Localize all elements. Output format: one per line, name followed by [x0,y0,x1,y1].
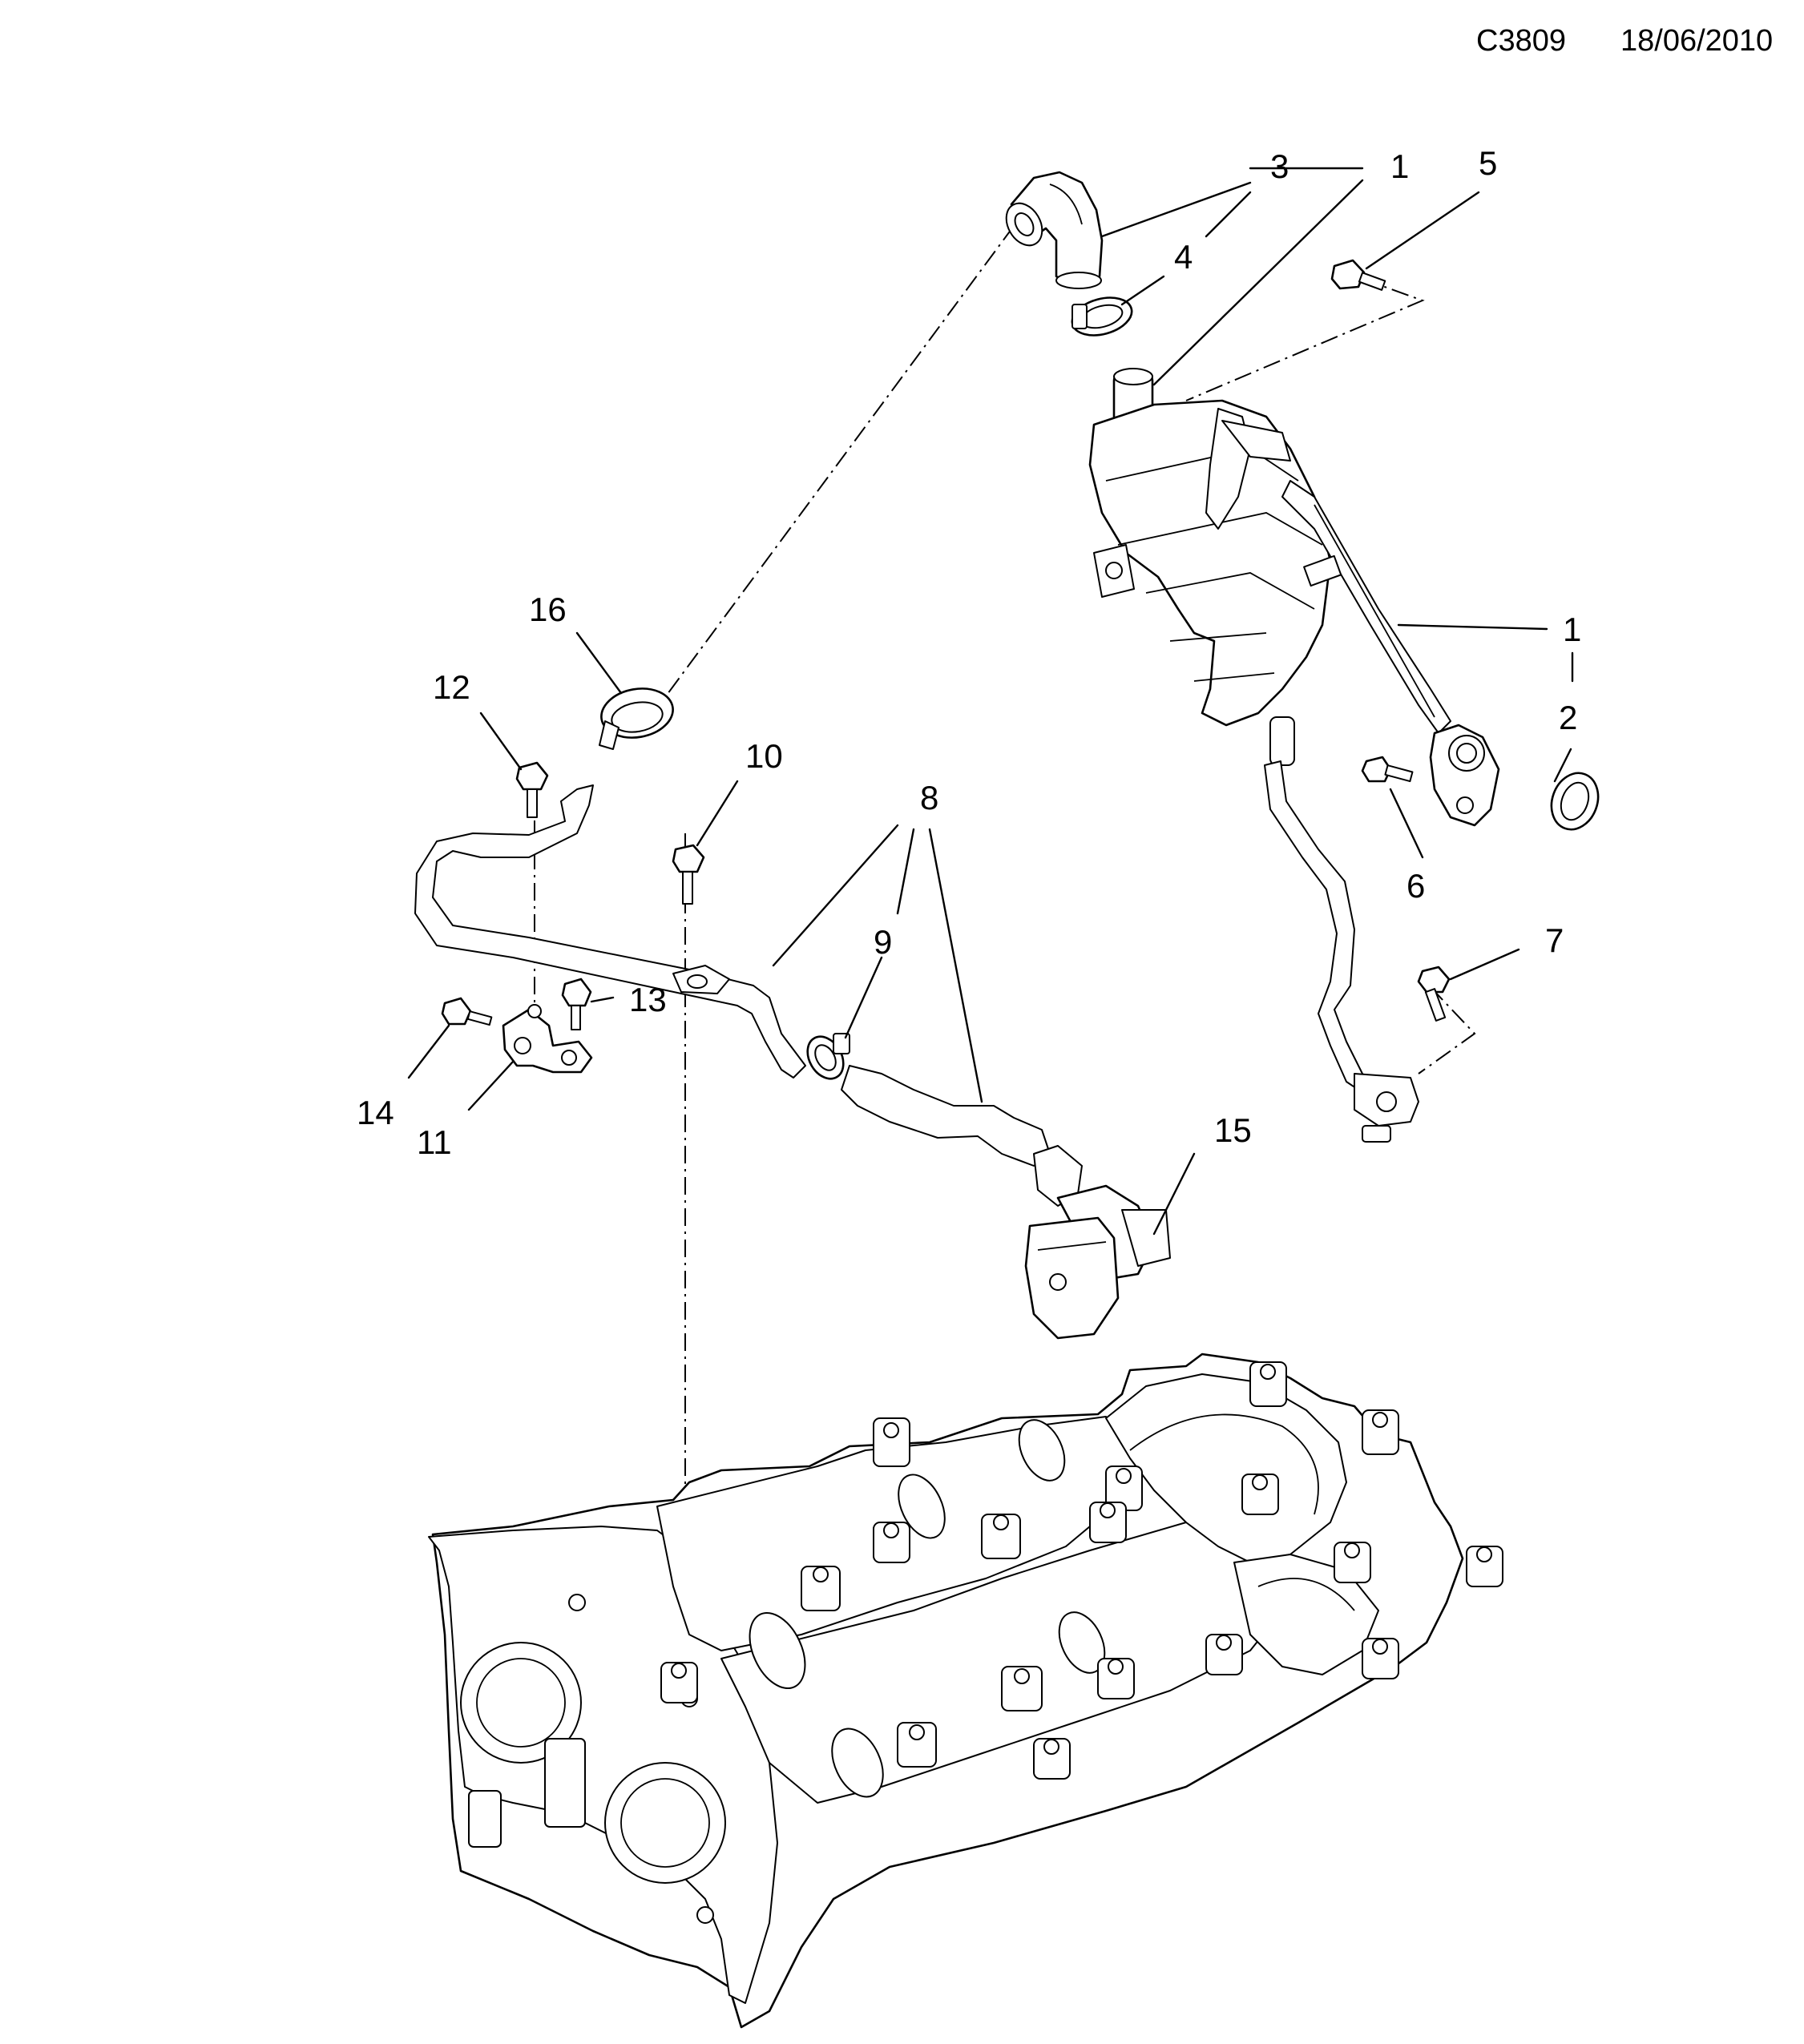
part-12-bolt [515,761,549,818]
part-15-valve [1024,1145,1171,1340]
callout-13: 13 [629,981,667,1018]
part-11-bracket [502,1004,593,1074]
callout-9: 9 [874,923,892,961]
callout-2: 2 [1559,699,1577,736]
part-9-hose-clamp [806,1033,850,1080]
part-5-bolt [1330,259,1386,291]
part-6-bolt [1361,756,1414,783]
part-3-elbow-hose [1005,171,1104,289]
callout-5: 5 [1479,144,1497,182]
callout-4: 4 [1174,238,1193,276]
callout-7: 7 [1545,921,1564,959]
callout-10: 10 [745,737,783,775]
part-7-bolt [1417,966,1451,1022]
callout-1-right: 1 [1563,611,1581,648]
callout-3: 3 [1270,147,1289,185]
callout-labels: 1 1 2 3 4 5 6 7 8 9 10 11 12 13 14 15 16 [357,144,1581,1161]
callout-15: 15 [1214,1111,1252,1149]
leader-lines [407,167,1574,1236]
part-10-bolt [672,844,705,905]
side-tube-flange [1429,724,1500,827]
callout-14: 14 [357,1094,394,1131]
drain-hose [1264,760,1419,1143]
bolt-bosses [660,1361,1503,1780]
callout-8: 8 [920,779,938,816]
cylinder-head-cover [428,1353,1503,2029]
part-4-hose-clamp [1071,296,1133,337]
callout-12: 12 [433,668,470,706]
part-8-vent-hose [414,784,1051,1167]
bolts [441,259,1451,1030]
part-14-bolt [441,997,493,1026]
callout-1-top: 1 [1390,147,1409,185]
callout-6: 6 [1406,867,1425,905]
diagram-date: 18/06/2010 [1620,24,1774,58]
callout-11: 11 [417,1123,452,1161]
part-13-bolt [561,978,592,1030]
callout-16: 16 [529,591,567,628]
part-1-oil-separator [1088,368,1451,766]
part-2-seal-ring [1550,772,1600,831]
diagram-code: C3809 [1476,24,1566,58]
part-16-spring-clamp [599,687,674,750]
